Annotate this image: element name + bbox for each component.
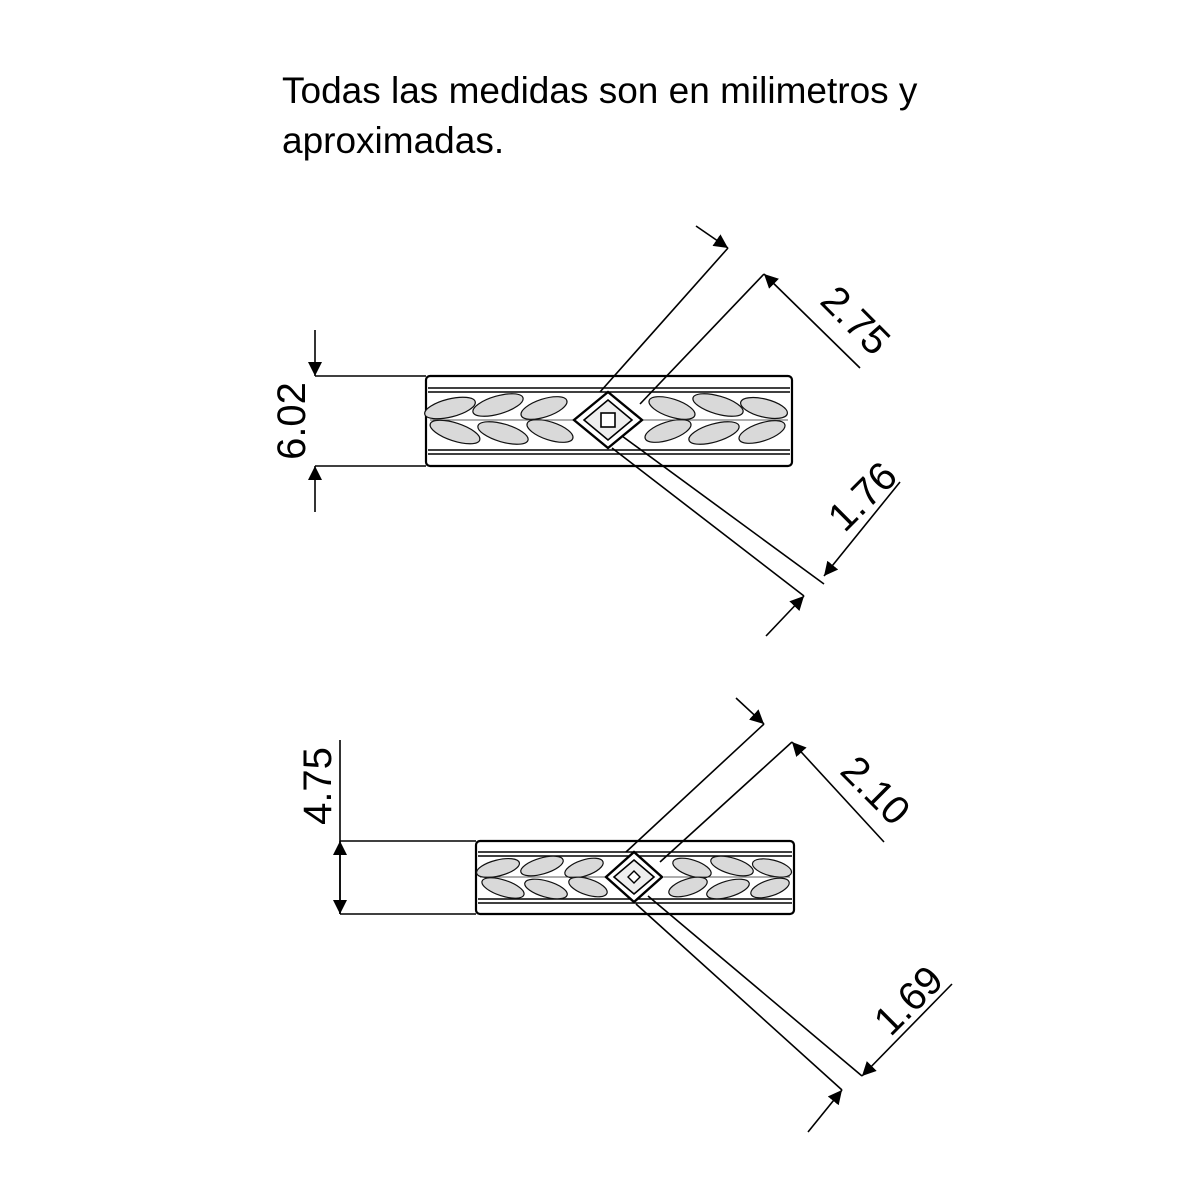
ring-wide-leaf-pattern-right	[640, 393, 788, 445]
ring-narrow: 4.75 2.10 1.69	[296, 697, 953, 1133]
ring-wide-stone-setting	[572, 390, 644, 450]
note-line-1: Todas las medidas son en milimetros y	[282, 70, 918, 111]
ring-narrow-setting-outer-dimension: 2.10	[625, 697, 918, 863]
ring-narrow-leaf-pattern-left	[475, 855, 612, 900]
ring-wide: 6.02 2.75 1.76	[270, 225, 906, 637]
ring-narrow-setting-outer-label: 2.10	[832, 748, 918, 834]
ring-wide-setting-outer-dimension: 2.75	[599, 225, 898, 405]
ring-wide-width-label: 6.02	[270, 382, 314, 460]
ring-wide-setting-inner-label: 1.76	[820, 454, 906, 540]
ring-narrow-width-dimension: 4.75	[296, 740, 476, 915]
ring-wide-width-dimension: 6.02	[270, 330, 426, 512]
ring-narrow-width-label: 4.75	[296, 747, 340, 825]
ring-wide-leaf-pattern-left	[424, 393, 580, 445]
note-line-2: aproximadas.	[282, 120, 505, 161]
ring-wide-band	[424, 374, 794, 468]
ring-narrow-setting-inner-dimension: 1.69	[635, 895, 953, 1133]
ring-narrow-setting-inner-label: 1.69	[866, 958, 952, 1044]
ring-narrow-stone-setting	[604, 850, 664, 904]
ring-narrow-band	[474, 839, 796, 916]
measurement-note: Todas las medidas son en milimetros y ap…	[282, 66, 1042, 166]
ring-narrow-leaf-pattern-right	[664, 855, 793, 900]
ring-wide-setting-outer-label: 2.75	[812, 278, 898, 364]
